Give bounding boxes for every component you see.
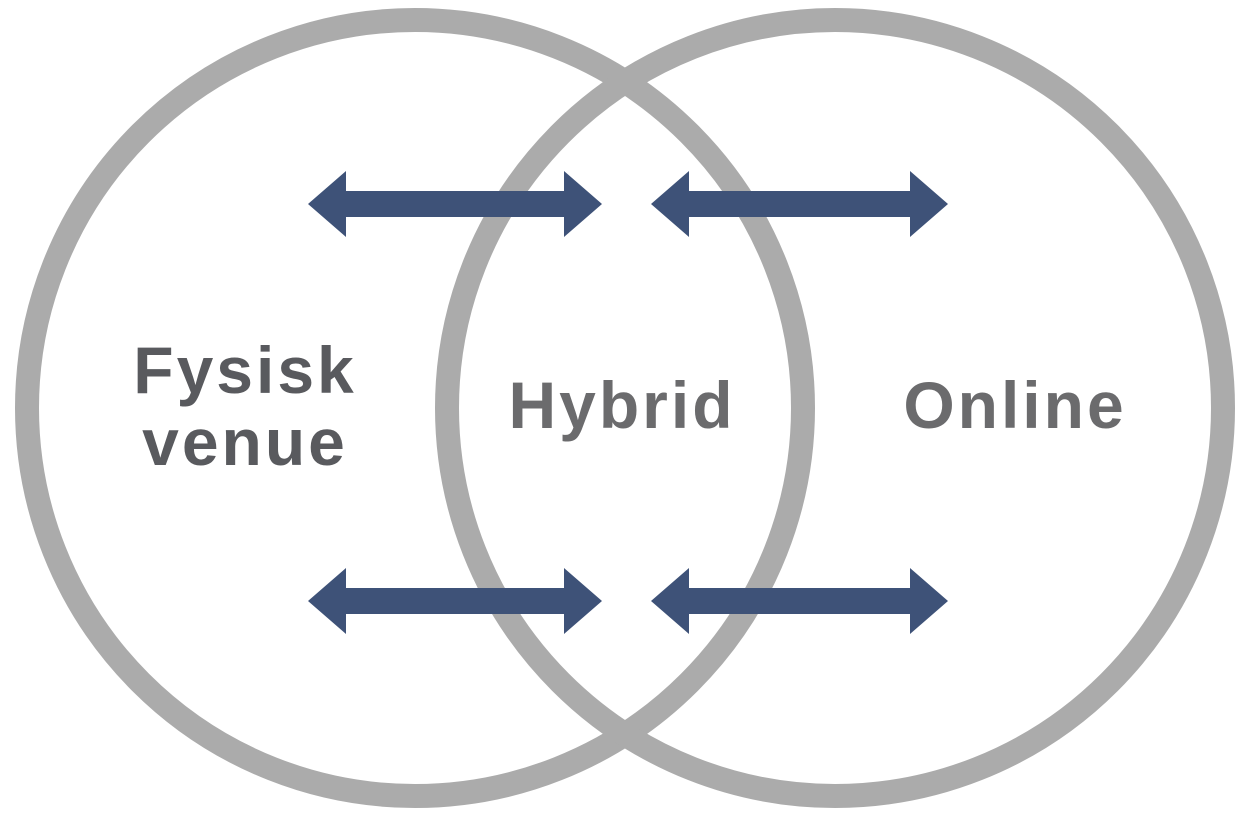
left-circle	[15, 8, 815, 808]
bottom-right-double-arrow-icon	[651, 568, 948, 634]
bottom-left-double-arrow-icon	[308, 568, 602, 634]
left-circle-label-line1: Fysisk	[133, 333, 357, 407]
left-circle-label: Fysisk venue	[45, 334, 445, 478]
left-circle-label-line2: venue	[142, 405, 348, 479]
right-circle	[435, 8, 1235, 808]
right-circle-label: Online	[903, 368, 1127, 442]
top-left-double-arrow-icon	[308, 171, 602, 237]
top-right-double-arrow-icon	[651, 171, 948, 237]
overlap-label: Hybrid	[508, 368, 736, 442]
